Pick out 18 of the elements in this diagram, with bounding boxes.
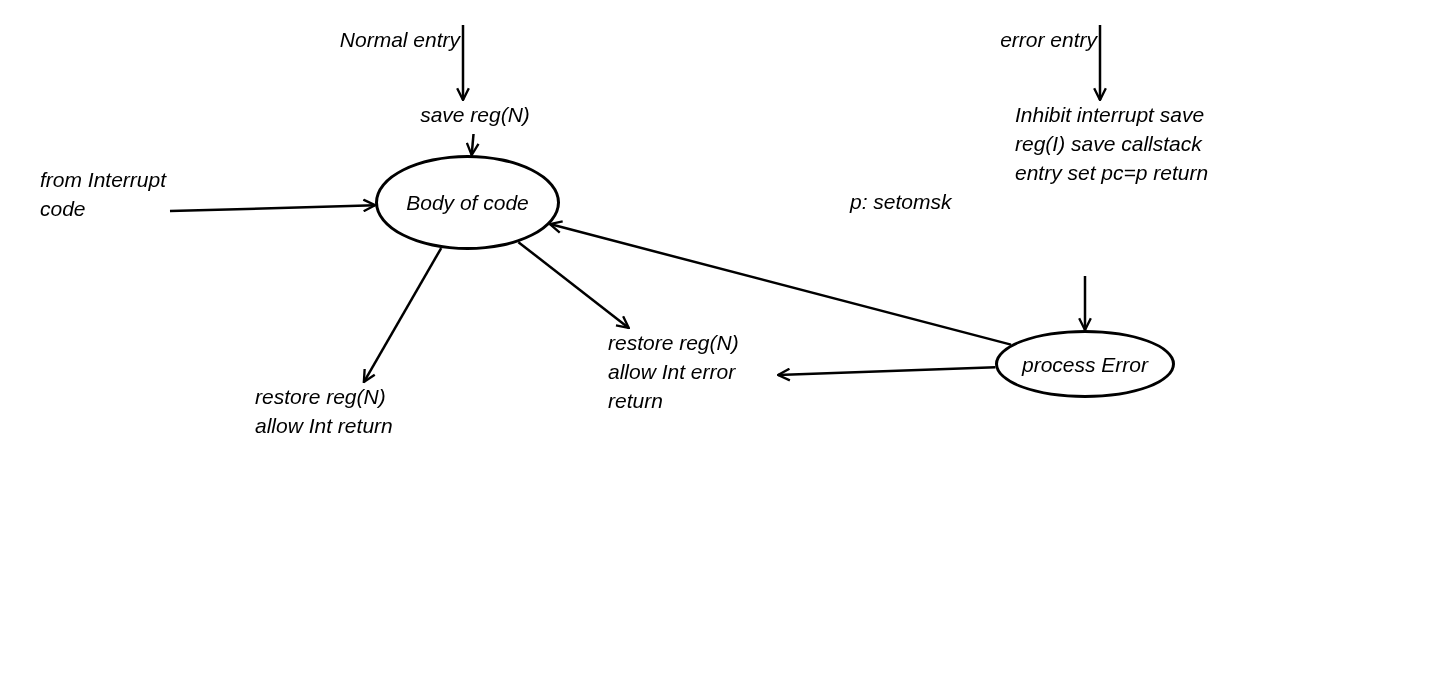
arrow	[1078, 276, 1092, 332]
node-text: from Interrupt code	[40, 167, 168, 222]
arrow	[548, 220, 1012, 346]
node-text: error entry	[999, 27, 1097, 53]
node-text: save reg(N)	[419, 102, 531, 128]
node-text: Inhibit interrupt save reg(I) save callstack entry set pc=p return	[1015, 102, 1210, 186]
node-text: p: setomsk	[850, 189, 953, 215]
arrow	[465, 133, 480, 157]
arrow	[1093, 25, 1107, 102]
node-text: process Error	[1022, 351, 1148, 378]
arrow	[776, 365, 996, 382]
node-text: Body of code	[406, 190, 529, 216]
node-text: restore reg(N) allow Int error return	[608, 330, 740, 414]
arrow	[456, 25, 470, 102]
arrow	[169, 198, 377, 213]
arrow	[517, 241, 630, 330]
node-text: Normal entry	[338, 27, 460, 53]
node-text: restore reg(N) allow Int return	[255, 384, 394, 439]
